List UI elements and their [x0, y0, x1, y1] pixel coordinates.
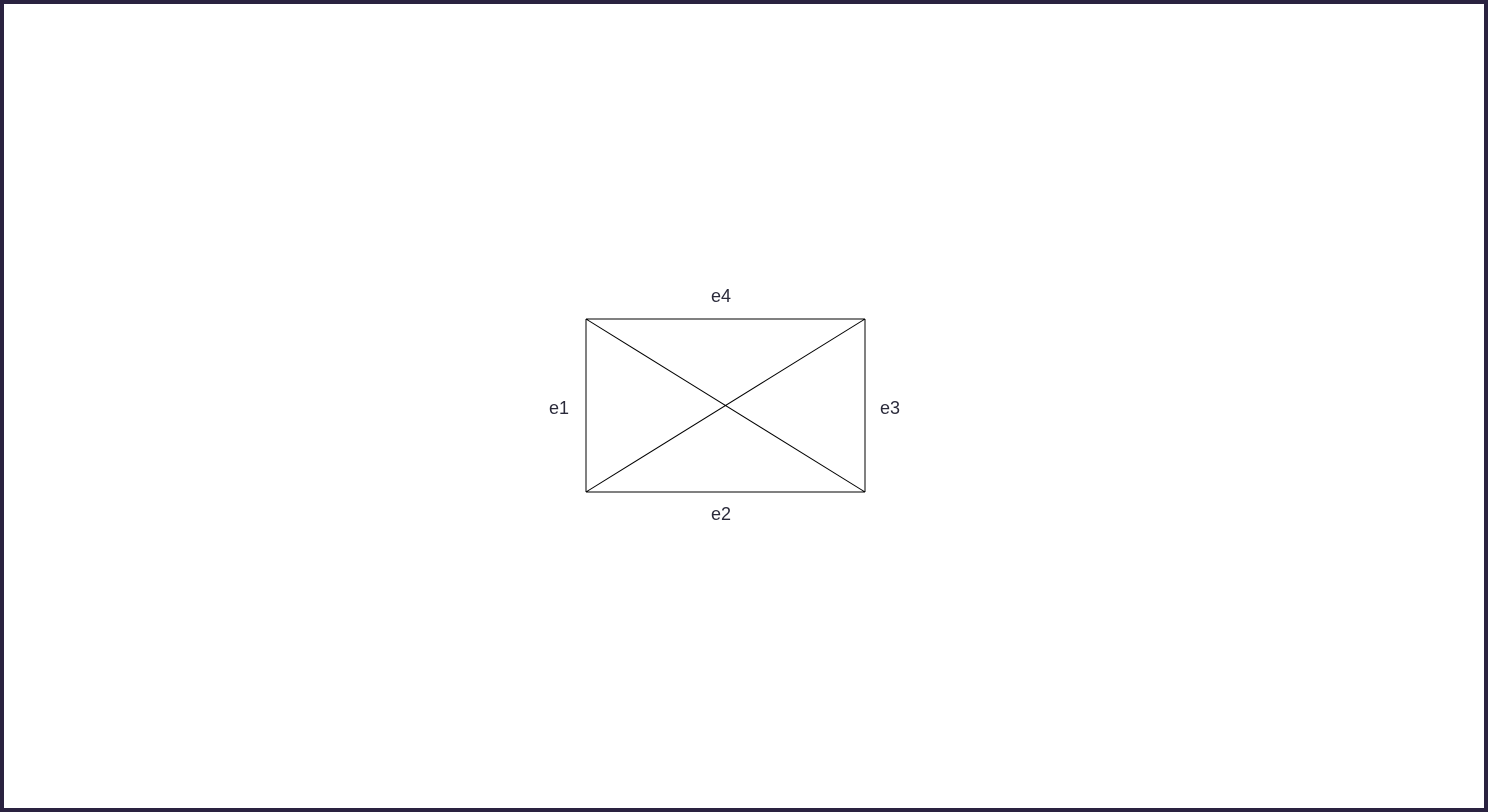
- edge-label-e1: e1: [549, 398, 569, 418]
- diagonal-bottom-left-to-top-right: [585, 318, 866, 493]
- edge-label-e2: e2: [711, 504, 731, 524]
- edge-label-e4: e4: [711, 286, 731, 306]
- diagram-canvas: e4 e1 e3 e2: [549, 286, 900, 524]
- edge-label-e3: e3: [880, 398, 900, 418]
